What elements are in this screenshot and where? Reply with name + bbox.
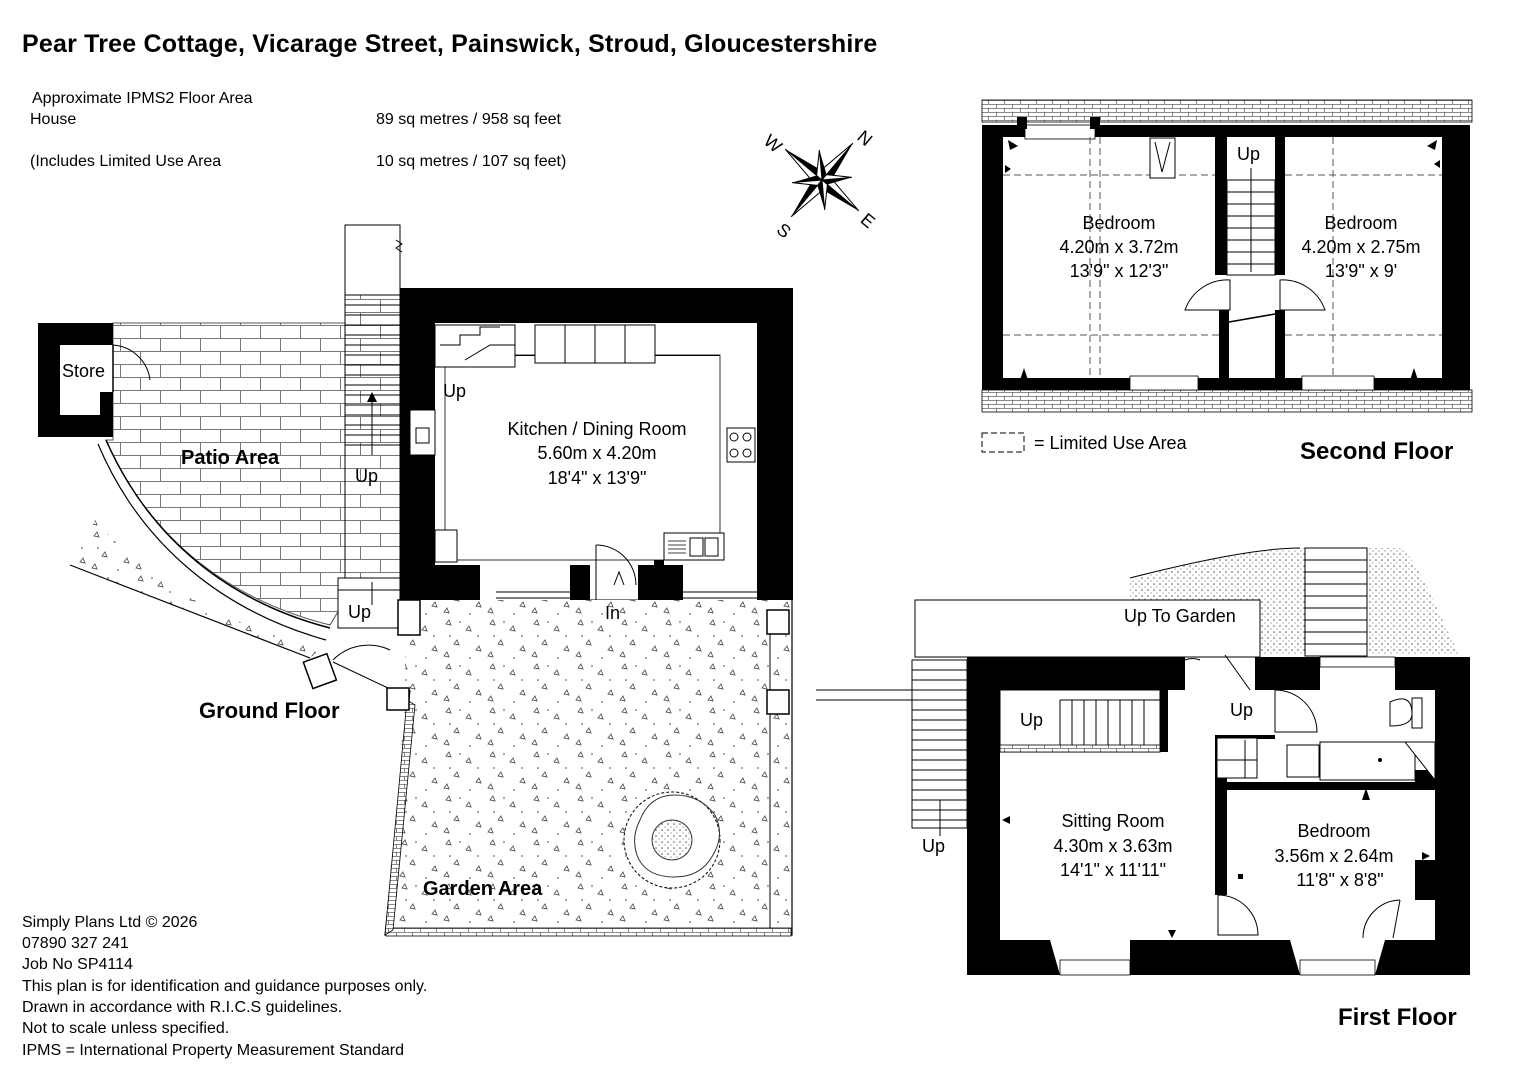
ground-floor-plan [38, 224, 793, 937]
second-floor-title: Second Floor [1300, 438, 1454, 465]
lower-steps-up-label: Up [348, 602, 371, 622]
sitting-room-imperial: 14'1" x 11'11" [1060, 860, 1166, 880]
first-bedroom-metric: 3.56m x 2.64m [1274, 846, 1393, 866]
bedroom2-name: Bedroom [1324, 213, 1397, 233]
kitchen-metric: 5.60m x 4.20m [537, 443, 656, 463]
tree-icon [623, 791, 721, 889]
compass-e: E [857, 209, 879, 232]
up-to-garden-label: Up To Garden [1124, 606, 1236, 626]
garden-area-label: Garden Area [423, 878, 543, 900]
house-area-label: House [30, 111, 77, 128]
bedroom1-imperial: 13'9" x 12'3" [1070, 261, 1169, 281]
credit-line3: Not to scale unless specified. [22, 1020, 230, 1037]
compass-s: S [773, 219, 795, 242]
patio-steps-up-label: Up [355, 466, 378, 486]
outside-steps-up-label: Up [922, 836, 945, 856]
kitchen-name: Kitchen / Dining Room [507, 419, 686, 439]
credit-company: Simply Plans Ltd © 2026 [22, 914, 198, 931]
first-floor-stair-up-label: Up [1020, 710, 1043, 730]
kitchen-up-label: Up [443, 381, 466, 401]
area-heading: Approximate IPMS2 Floor Area [32, 90, 253, 107]
sitting-room-metric: 4.30m x 3.63m [1053, 836, 1172, 856]
limited-use-legend-text: = Limited Use Area [1034, 433, 1187, 453]
kitchen-imperial: 18'4" x 13'9" [548, 468, 647, 488]
bedroom1-metric: 4.20m x 3.72m [1059, 237, 1178, 257]
compass-n: N [853, 126, 876, 150]
credit-phone: 07890 327 241 [22, 935, 129, 952]
credit-job: Job No SP4114 [22, 956, 133, 973]
house-area-value: 89 sq metres / 958 sq feet [376, 111, 561, 128]
first-bedroom-name: Bedroom [1297, 821, 1370, 841]
credit-line2: Drawn in accordance with R.I.C.S guideli… [22, 999, 343, 1016]
compass-icon [784, 142, 860, 218]
page-title: Pear Tree Cottage, Vicarage Street, Pain… [22, 30, 878, 58]
limited-area-label: (Includes Limited Use Area [30, 153, 222, 170]
sitting-room-name: Sitting Room [1061, 811, 1164, 831]
limited-use-legend-box [981, 432, 1025, 453]
first-floor-landing-up-label: Up [1230, 700, 1253, 720]
bedroom2-imperial: 13'9" x 9' [1325, 261, 1397, 281]
limited-area-value: 10 sq metres / 107 sq feet) [376, 153, 567, 170]
second-floor-up-label: Up [1237, 144, 1260, 164]
first-floor-plan [816, 547, 1470, 976]
patio-area-label: Patio Area [181, 447, 280, 469]
compass-w: W [760, 130, 786, 156]
ground-floor-title: Ground Floor [199, 698, 340, 723]
bedroom1-name: Bedroom [1082, 213, 1155, 233]
entry-in-label: In [605, 603, 620, 623]
first-floor-title: First Floor [1338, 1004, 1457, 1031]
credit-line4: IPMS = International Property Measuremen… [22, 1042, 404, 1059]
second-floor-plan [981, 99, 1473, 413]
store-label: Store [62, 361, 105, 381]
credit-line1: This plan is for identification and guid… [22, 978, 428, 995]
first-bedroom-imperial: 11'8" x 8'8" [1296, 870, 1383, 890]
bedroom2-metric: 4.20m x 2.75m [1301, 237, 1420, 257]
